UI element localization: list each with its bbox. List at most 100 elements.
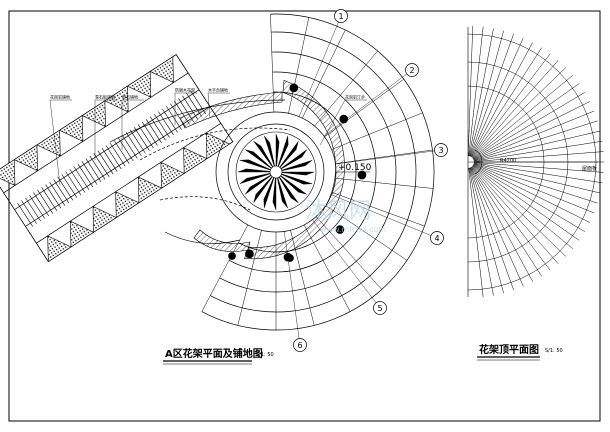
fan-rafter [471, 53, 551, 158]
star-outer-circle [235, 131, 317, 213]
paving-triangle [115, 191, 140, 219]
pergola-beam [93, 153, 110, 177]
fan-rafter [473, 151, 604, 162]
star-ray [237, 168, 277, 173]
pergola-beam [117, 137, 134, 162]
fan-rafter [471, 60, 559, 158]
pergola-beam [73, 166, 90, 191]
star-ray [239, 159, 277, 173]
axis-marker-label: 3 [438, 146, 443, 155]
pergola-column [357, 170, 367, 180]
fan-rafter [469, 30, 504, 157]
axis-marker: 6 [284, 231, 307, 352]
pergola-beams [17, 90, 207, 227]
pergola-beam [65, 171, 82, 196]
axis-marker: 2 [323, 63, 419, 137]
right-dimension: R4200 [500, 158, 516, 164]
pergola-beam [61, 174, 78, 198]
callout-label: 花岗岩铺地 [50, 94, 70, 100]
hatch-strip [179, 91, 283, 129]
fan-rafter [473, 92, 585, 160]
fan-rafter [473, 162, 603, 184]
fan-rafter [473, 120, 598, 161]
star-ray [275, 135, 289, 173]
radial-line [303, 224, 351, 312]
axis-leader [335, 150, 435, 165]
pergola-beam [154, 113, 170, 138]
paving-triangle [13, 144, 38, 172]
hatch-strip [193, 229, 251, 252]
star-ray [275, 171, 313, 185]
radial-line [288, 17, 310, 114]
fan-angle-arc [474, 149, 483, 175]
radial-line [325, 205, 408, 261]
fan-rafter [471, 47, 542, 158]
callout-label: 木平台铺地 [208, 87, 228, 93]
fan-rafter [469, 167, 504, 294]
star-ray [275, 171, 299, 203]
radial-line [315, 216, 382, 290]
paving-triangle [47, 235, 72, 263]
axis-marker-circle [373, 301, 387, 315]
axis-marker-circle [405, 63, 419, 77]
axis-marker-circle [334, 9, 348, 23]
axis-leader [312, 219, 377, 303]
star-ray [239, 171, 277, 184]
radial-line [335, 178, 434, 189]
plaza-ring [201, 13, 435, 331]
fan-rafter [473, 163, 598, 204]
watermark-url: www.mfcad.com [320, 225, 386, 234]
paving-triangle [81, 100, 106, 128]
pergola-beam [53, 179, 70, 204]
pergola-beam [137, 124, 154, 149]
fan-rafter [468, 167, 494, 296]
pergola-beam [141, 121, 158, 146]
left-drawing-scale: S/1: 50 [256, 352, 274, 358]
paving-triangle [137, 176, 163, 204]
fan-rafter [472, 83, 580, 159]
pergola-beam [162, 108, 178, 133]
pergola-beam [29, 194, 45, 219]
fan-rafter [471, 166, 551, 271]
pergola-beam [49, 181, 66, 206]
star-ray [275, 171, 288, 209]
fan-rafter [473, 130, 601, 161]
fan-rafter [468, 167, 484, 298]
paving-triangle [58, 115, 84, 142]
plaza-ring [210, 31, 417, 313]
radial-line [335, 149, 433, 164]
pergola-beam [121, 134, 138, 159]
fan-rafter [473, 140, 603, 162]
pergola-beam [57, 176, 74, 201]
fan-rafter [473, 110, 595, 160]
axis-leader [298, 21, 339, 117]
curved-band-mid [139, 127, 291, 161]
pergola-beam [37, 189, 54, 214]
pergola-beam [33, 192, 50, 217]
fan-rafter [471, 166, 559, 264]
star-ray [264, 135, 277, 173]
pergola-beam [158, 111, 174, 136]
axis-marker-label: 4 [434, 234, 439, 243]
star-centre [269, 165, 283, 179]
axis-leader [331, 194, 432, 236]
axis-leader [323, 73, 407, 137]
fan-rafter [473, 163, 601, 194]
pergola-column [228, 252, 236, 260]
pergola-beam [150, 116, 166, 141]
radial-grid-lines [201, 14, 434, 330]
paving-triangle [183, 147, 208, 174]
pergola-beam [41, 187, 58, 211]
fan-rafter [472, 75, 573, 159]
star-ray [253, 141, 277, 173]
callout-label: 防腐木花架 [175, 87, 195, 93]
paving-triangle [92, 205, 117, 233]
pergola-beam [145, 119, 162, 143]
fan-rafter [473, 164, 585, 232]
callout-label: 花岗岩汀步 [345, 94, 365, 100]
star-ray [245, 171, 277, 195]
walkway-band [0, 54, 234, 263]
elevation-label: +0.150 [338, 163, 372, 173]
radial-line [332, 192, 425, 227]
